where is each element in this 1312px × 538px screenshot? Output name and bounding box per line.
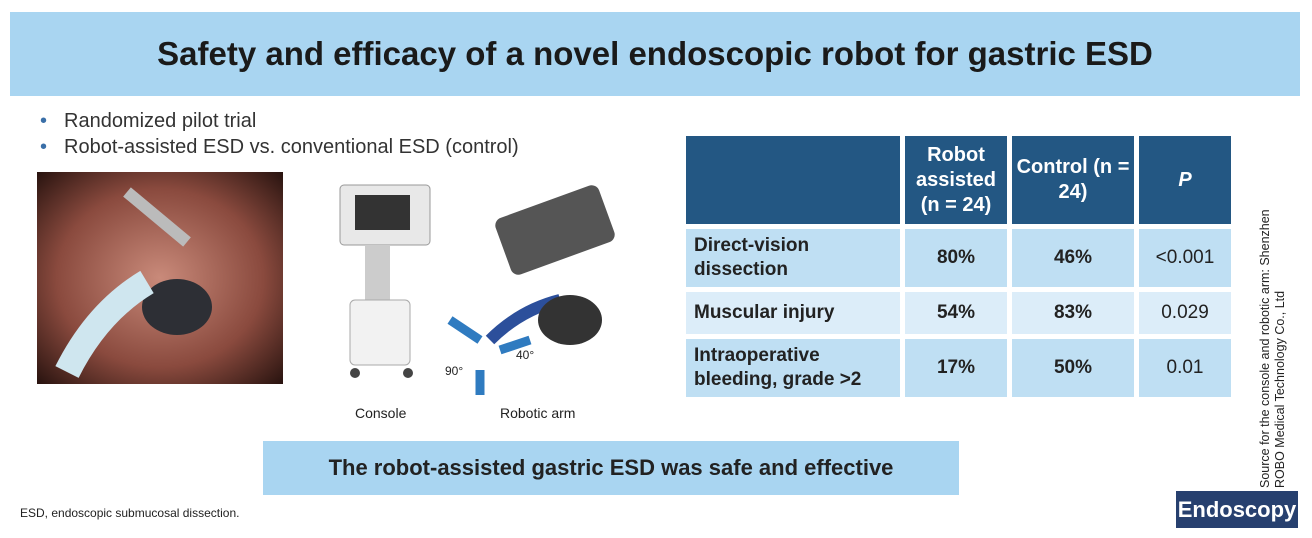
angle-40-label: 40° [516,348,535,362]
control-value: 50% [1012,339,1134,397]
journal-logo: Endoscopy [1176,491,1298,528]
angle-90-label: 90° [445,364,464,378]
table-header-robot: Robot assisted (n = 24) [905,136,1007,224]
conclusion-box: The robot-assisted gastric ESD was safe … [263,441,959,495]
endoscopic-image [37,172,283,384]
control-value: 46% [1012,229,1134,287]
row-label: Direct-vision dissection [686,229,900,287]
table-row: Direct-vision dissection 80% 46% <0.001 [686,229,1231,287]
arrow-icon [447,316,483,344]
table-header-empty [686,136,900,224]
bullet-item: Robot-assisted ESD vs. conventional ESD … [40,134,519,160]
table-row: Intraoperative bleeding, grade >2 17% 50… [686,339,1231,397]
row-label: Intraoperative bleeding, grade >2 [686,339,900,397]
control-value: 83% [1012,292,1134,334]
row-label: Muscular injury [686,292,900,334]
p-value: <0.001 [1139,229,1231,287]
arrow-icon [498,335,532,355]
bullet-item: Randomized pilot trial [40,108,519,134]
p-value: 0.029 [1139,292,1231,334]
robotic-arm-image [447,185,615,395]
results-table: Robot assisted (n = 24) Control (n = 24)… [681,131,1236,402]
console-image [339,184,431,378]
robot-value: 54% [905,292,1007,334]
footnote: ESD, endoscopic submucosal dissection. [20,506,240,520]
robot-value: 17% [905,339,1007,397]
console-caption: Console [355,405,407,421]
image-source-note: Source for the console and robotic arm: … [1258,209,1287,488]
table-header-control: Control (n = 24) [1012,136,1134,224]
robotic-arm-caption: Robotic arm [500,405,576,421]
robot-value: 80% [905,229,1007,287]
table-header-p: P [1139,136,1231,224]
page-title: Safety and efficacy of a novel endoscopi… [10,12,1300,96]
table-row: Muscular injury 54% 83% 0.029 [686,292,1231,334]
p-value: 0.01 [1139,339,1231,397]
bullet-list: Randomized pilot trial Robot-assisted ES… [40,108,519,160]
